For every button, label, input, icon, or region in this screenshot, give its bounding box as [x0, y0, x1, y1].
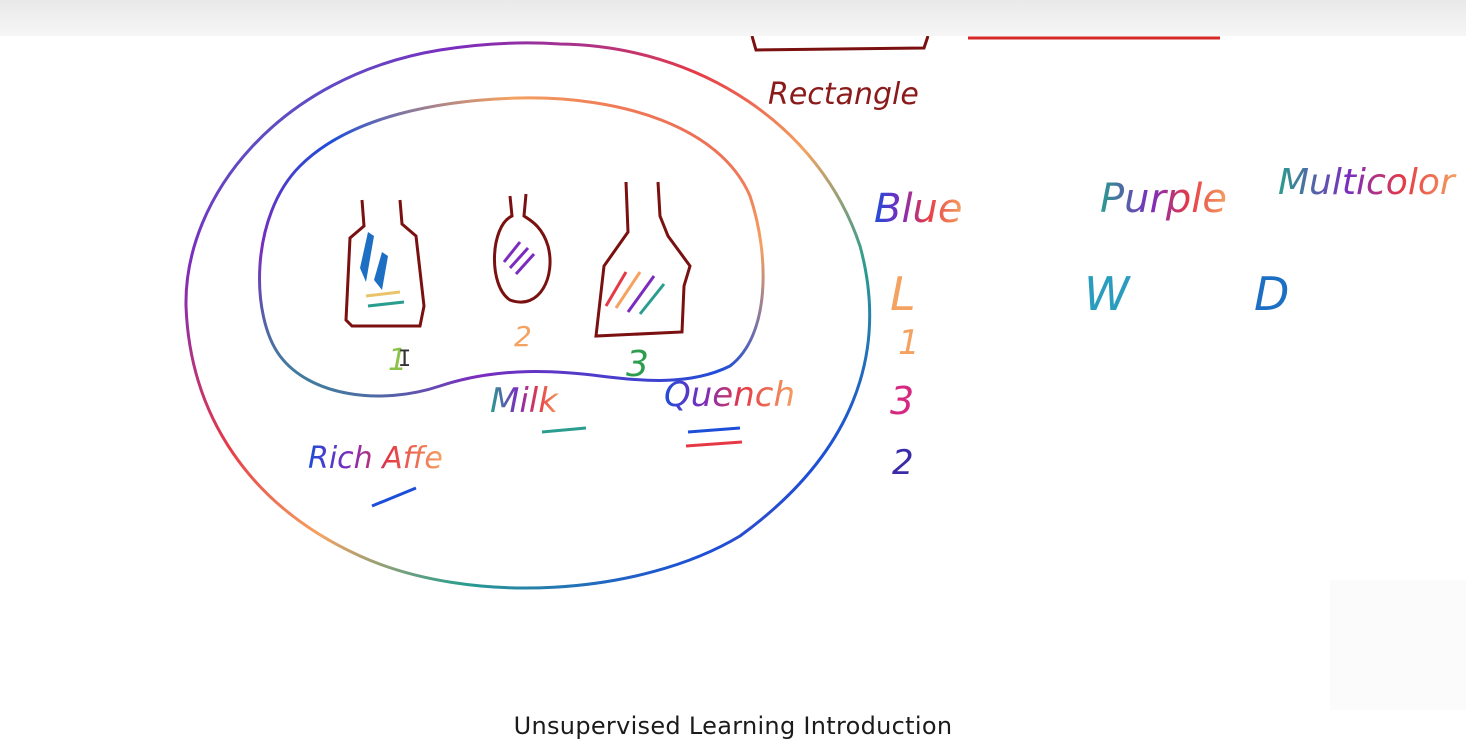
column-purple: Purple [1100, 176, 1227, 222]
letter-l: L [890, 267, 916, 321]
count-3: 3 [890, 379, 914, 423]
letter-d: D [1254, 267, 1289, 321]
quench-label: Quench [664, 375, 795, 415]
bottle-two-sketch [493, 193, 552, 304]
column-blue: Blue [874, 186, 963, 232]
rectangle-label: Rectangle [768, 77, 919, 112]
count-2: 2 [892, 443, 914, 483]
rectangle-sketch [750, 36, 930, 52]
item-number-1: 1 [388, 343, 407, 378]
milk-label: Milk [490, 381, 559, 421]
video-caption: Unsupervised Learning Introduction [513, 712, 953, 740]
letter-w: W [1084, 267, 1131, 321]
text-cursor-icon: I [398, 347, 411, 372]
whiteboard-canvas: Rectangle 1 2 3 Milk Quench Rich Affe Bl… [0, 36, 1466, 706]
browser-top-strip [0, 0, 1466, 37]
inner-circle [258, 96, 765, 398]
column-multicolor: Multicolor [1278, 162, 1457, 203]
bottle-one-sketch [344, 199, 426, 328]
rich-underline [371, 486, 417, 508]
quench-underline-2 [685, 440, 743, 448]
carton-three-sketch [594, 181, 692, 338]
rich-affe-label: Rich Affe [308, 441, 443, 476]
item-number-2: 2 [514, 320, 532, 353]
milk-underline [541, 426, 587, 434]
corner-overlay [1330, 580, 1466, 710]
quench-underline-1 [687, 426, 741, 434]
count-1: 1 [898, 323, 920, 363]
outer-circle [184, 41, 872, 590]
item-number-3: 3 [626, 344, 649, 385]
whiteboard-drawing: Rectangle 1 2 3 Milk Quench Rich Affe Bl… [184, 36, 1457, 590]
